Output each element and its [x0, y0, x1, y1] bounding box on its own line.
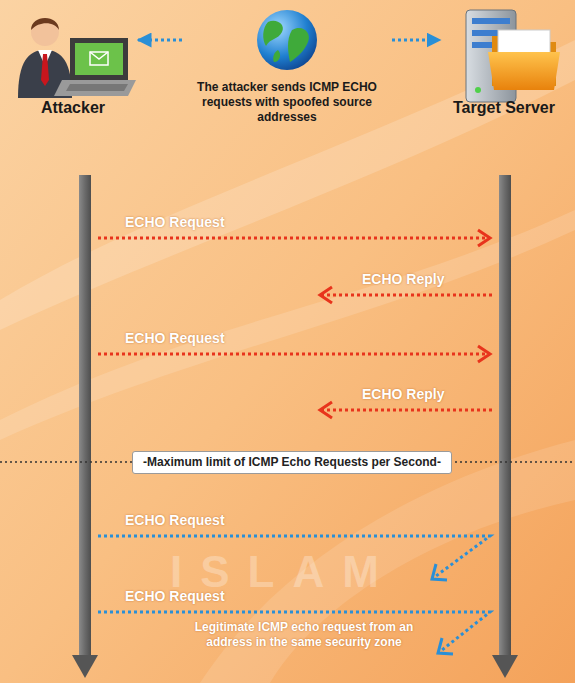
globe-icon [257, 10, 317, 70]
node-label: Attacker [8, 98, 138, 118]
network-node: The attacker sends ICMP ECHO requests wi… [182, 6, 392, 125]
message-arrow [98, 238, 492, 650]
connector [138, 39, 182, 42]
actor-node: Attacker [8, 6, 138, 118]
connector [392, 39, 440, 42]
lifeline [72, 175, 518, 678]
node-label: -Maximum limit of ICMP Echo Requests per… [141, 455, 443, 470]
message-label: ECHO Request [125, 214, 225, 232]
limit-box: -Maximum limit of ICMP Echo Requests per… [132, 451, 452, 474]
note-text: Legitimate ICMP echo request from an add… [178, 620, 430, 650]
node-label: Target Server [440, 98, 568, 118]
message-label: ECHO Request [125, 512, 225, 530]
attacker-icon [18, 18, 136, 98]
message-label: ECHO Reply [362, 271, 444, 289]
message-label: ECHO Request [125, 588, 225, 606]
server-icon [466, 10, 560, 102]
node-label: The attacker sends ICMP ECHO requests wi… [182, 80, 392, 125]
message-label: ECHO Request [125, 330, 225, 348]
server-node: Target Server [440, 6, 568, 118]
message-label: ECHO Reply [362, 386, 444, 404]
